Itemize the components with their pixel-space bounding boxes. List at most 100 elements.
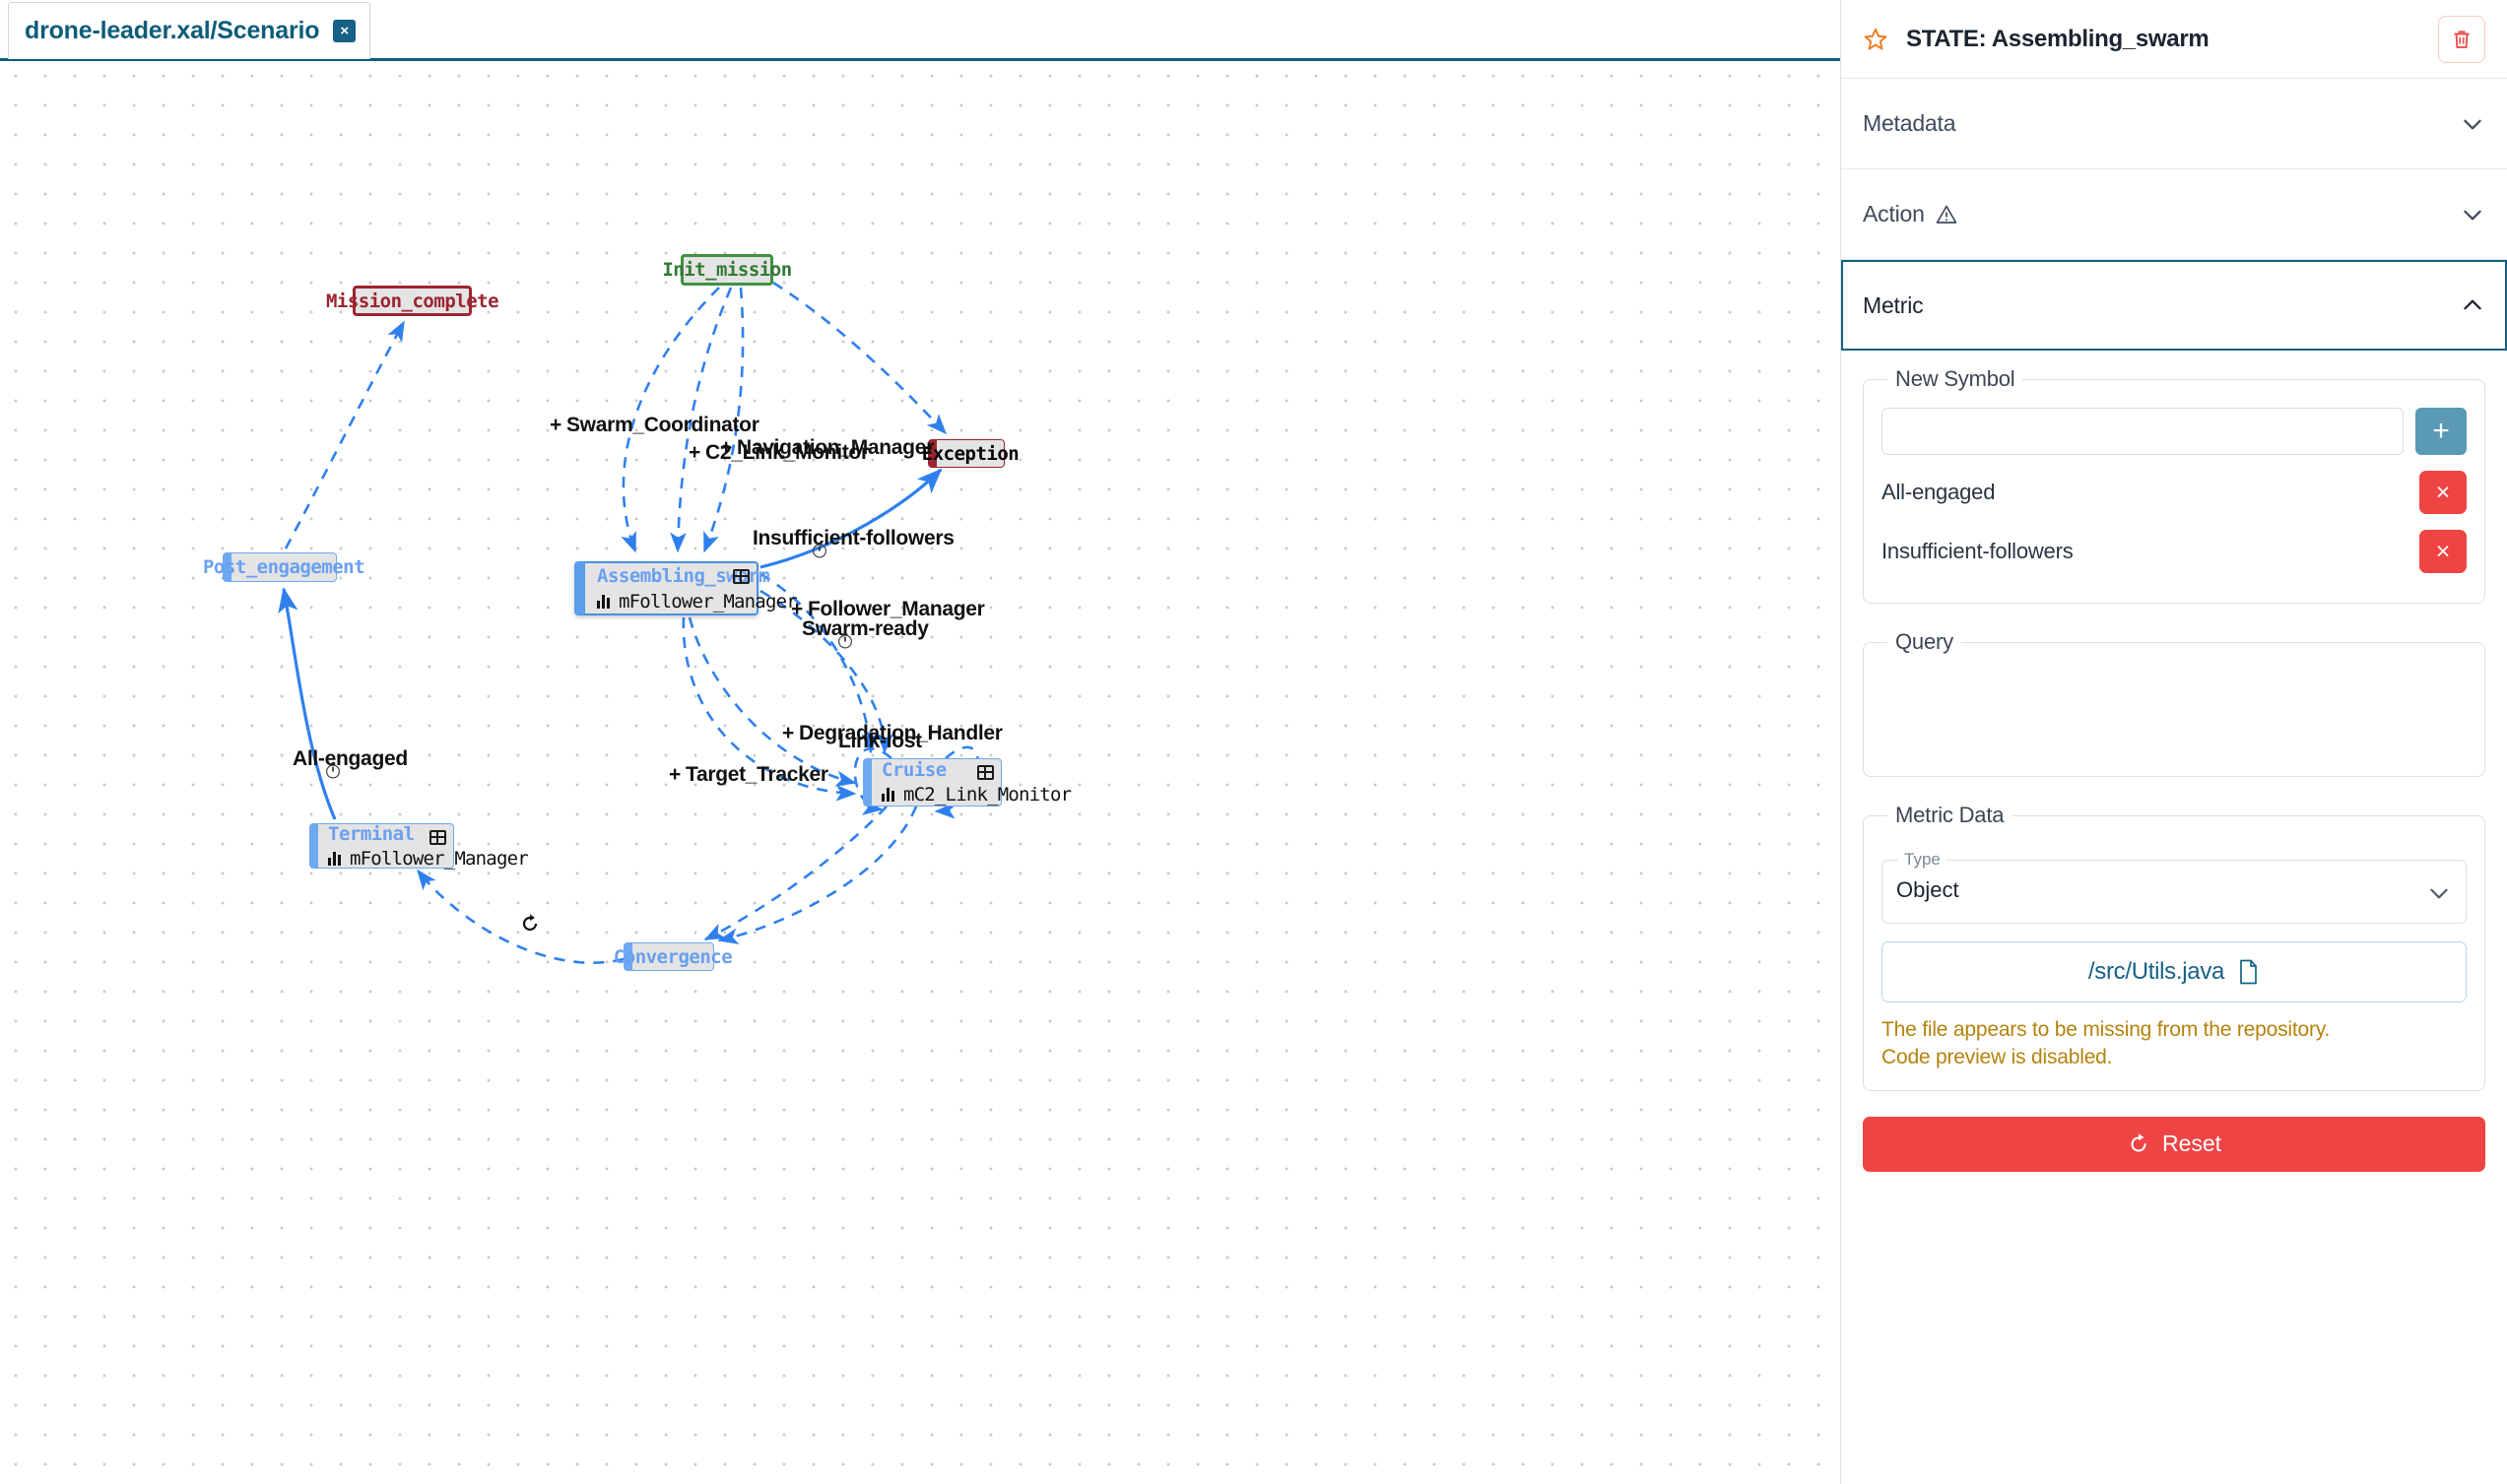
plus-glyph: + — [720, 436, 732, 459]
edge-label-target-tracker: +Target_Tracker — [669, 763, 828, 786]
diagram-canvas[interactable]: Init_mission Mission_complete Exception … — [0, 61, 1840, 1484]
accordion-metric-label: Metric — [1863, 291, 1924, 318]
query-input[interactable] — [1881, 671, 2467, 769]
edge-label-link-lost: Link-lost — [838, 730, 922, 752]
tab-close-icon[interactable]: × — [333, 20, 357, 42]
chevron-down-icon — [2430, 888, 2448, 899]
delete-symbol-button[interactable]: × — [2419, 471, 2467, 514]
edge-label-swarm-ready: Swarm-ready — [802, 617, 929, 640]
accordion-metadata[interactable]: Metadata — [1841, 79, 2507, 169]
tab-scenario[interactable]: drone-leader.xal/Scenario × — [8, 2, 371, 59]
trash-icon — [2454, 30, 2470, 48]
plus-glyph: + — [550, 414, 561, 436]
inspector-panel: STATE: Assembling_swarm Metadata Action — [1840, 0, 2507, 1484]
delete-symbol-button[interactable]: × — [2419, 530, 2467, 573]
timer-icon — [837, 633, 853, 649]
chart-bars-icon — [882, 788, 896, 802]
accordion-action[interactable]: Action — [1841, 169, 2507, 260]
node-attribute: mC2_Link_Monitor — [882, 784, 1072, 806]
symbol-row: All-engaged × — [1881, 467, 2467, 518]
refresh-loop-icon — [522, 914, 538, 932]
edge-label-insufficient-followers: Insufficient-followers — [753, 527, 955, 549]
panel-header: STATE: Assembling_swarm — [1841, 0, 2507, 79]
edge-label-swarm-coordinator: +Swarm_Coordinator — [550, 414, 759, 436]
add-symbol-button[interactable]: + — [2415, 408, 2467, 455]
tab-bar: drone-leader.xal/Scenario × — [0, 0, 1840, 61]
edge-label-follower-manager: +Follower_Manager — [791, 598, 985, 620]
plus-glyph: + — [782, 722, 794, 744]
node-exception[interactable]: Exception — [922, 439, 1020, 468]
node-attribute: mFollower_Manager — [328, 848, 529, 870]
query-group: Query — [1863, 629, 2485, 777]
plus-glyph: + — [791, 598, 803, 620]
node-label: Post_engagement — [202, 556, 365, 578]
symbol-row: Insufficient-followers × — [1881, 526, 2467, 577]
node-label: Convergence — [613, 945, 733, 968]
node-init-mission[interactable]: Init_mission — [662, 254, 792, 286]
reset-button[interactable]: Reset — [1863, 1116, 2485, 1172]
warning-triangle-icon — [1936, 205, 1957, 224]
node-label: Mission_complete — [325, 290, 499, 312]
node-attribute-label: mFollower_Manager — [619, 590, 798, 613]
node-attribute-label: mC2_Link_Monitor — [903, 784, 1072, 806]
node-label: Init_mission — [662, 259, 792, 281]
table-badge-icon[interactable] — [977, 765, 994, 780]
delete-state-button[interactable] — [2438, 15, 2485, 63]
plus-glyph: + — [689, 441, 700, 464]
node-mission-complete[interactable]: Mission_complete — [326, 286, 499, 316]
edge-label-c2-link-monitor: +C2_Link_Monitor — [689, 441, 869, 464]
warning-line-1: The file appears to be missing from the … — [1881, 1018, 2331, 1041]
new-symbol-input[interactable] — [1881, 408, 2404, 455]
edge-label-degradation-handler: +Degradation_Handler — [782, 722, 1003, 744]
file-path-label: /src/Utils.java — [2087, 958, 2225, 985]
file-icon — [2240, 959, 2257, 985]
new-symbol-legend: New Symbol — [1895, 366, 2015, 391]
chevron-down-icon — [2464, 210, 2481, 220]
timer-icon — [325, 763, 341, 779]
type-value: Object — [1896, 877, 1959, 902]
node-label: Assembling_swarm — [597, 564, 770, 587]
table-badge-icon[interactable] — [429, 830, 446, 845]
metric-body: New Symbol + All-engaged × Insufficient-… — [1841, 351, 2507, 1172]
node-post-engagement[interactable]: Post_engagement — [203, 552, 365, 582]
accordion-action-label: Action — [1863, 201, 2460, 227]
chart-bars-icon — [328, 851, 343, 866]
accordion-metadata-label: Metadata — [1863, 110, 1956, 136]
file-path-link[interactable]: /src/Utils.java — [1881, 941, 2467, 1002]
node-cruise[interactable]: Cruise mC2_Link_Monitor — [863, 758, 1072, 807]
node-assembling-swarm[interactable]: Assembling_swarm mFollower_Manager — [574, 561, 798, 615]
tab-title: drone-leader.xal/Scenario — [25, 17, 320, 44]
node-label: Exception — [921, 442, 1020, 465]
metric-data-group: Metric Data Type Object /src/Utils.java — [1863, 803, 2485, 1091]
table-badge-icon[interactable] — [733, 569, 750, 584]
new-symbol-group: New Symbol + All-engaged × Insufficient-… — [1863, 366, 2485, 604]
accordion-metric[interactable]: Metric — [1841, 260, 2507, 351]
panel-title: STATE: Assembling_swarm — [1906, 25, 2210, 52]
reset-label: Reset — [2161, 1130, 2222, 1157]
type-select[interactable]: Type Object — [1881, 850, 2467, 924]
metric-data-legend: Metric Data — [1895, 803, 2005, 827]
chevron-up-icon — [2464, 299, 2481, 310]
node-attribute: mFollower_Manager — [597, 591, 798, 613]
warning-line-2: Code preview is disabled. — [1881, 1046, 2113, 1069]
edge-label-navigation-manager: +Navigation_Manager — [720, 436, 934, 459]
node-terminal[interactable]: Terminal mFollower_Manager — [309, 822, 529, 870]
edge-label-all-engaged: All-engaged — [293, 747, 408, 770]
chart-bars-icon — [597, 594, 612, 609]
node-label: Terminal — [328, 822, 415, 845]
symbol-add-row: + — [1881, 408, 2467, 455]
type-label: Type — [1904, 850, 1941, 869]
star-icon[interactable] — [1863, 27, 1888, 52]
diagram-edges — [278, 281, 980, 964]
accordion-action-text: Action — [1863, 201, 1925, 226]
timer-icon — [812, 543, 827, 558]
plus-glyph: + — [669, 763, 681, 786]
query-legend: Query — [1895, 629, 1953, 654]
chevron-down-icon — [2464, 119, 2481, 129]
node-attribute-label: mFollower_Manager — [350, 847, 529, 870]
file-missing-warning: The file appears to be missing from the … — [1881, 1016, 2467, 1072]
symbol-name: All-engaged — [1881, 480, 1996, 504]
reset-icon — [2131, 1132, 2146, 1152]
symbol-name: Insufficient-followers — [1881, 539, 2074, 563]
node-convergence[interactable]: Convergence — [614, 942, 733, 971]
